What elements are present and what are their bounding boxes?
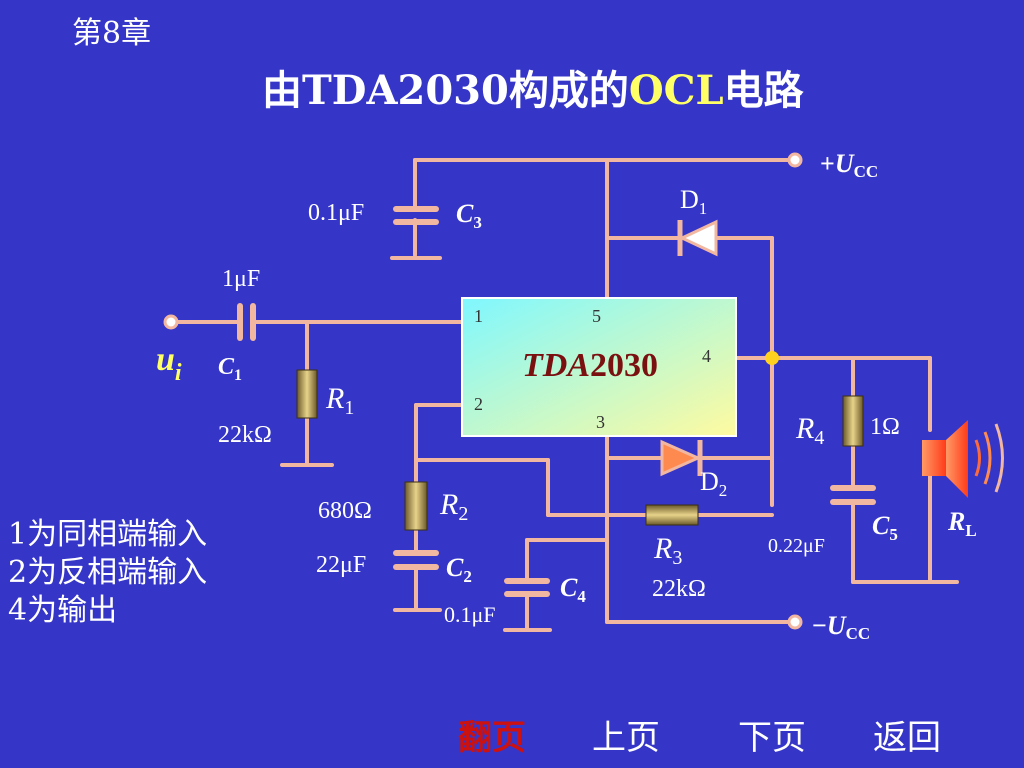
- next-page-button[interactable]: 下页: [738, 718, 806, 758]
- title-prefix: 由TDA2030构成的: [262, 67, 629, 114]
- r2-value: 680Ω: [318, 498, 372, 524]
- title-suffix: 电路: [723, 67, 804, 114]
- prev-page-button[interactable]: 上页: [592, 718, 660, 758]
- c5-value: 0.22μF: [768, 535, 825, 557]
- speaker-icon: [922, 420, 1004, 498]
- r3-label: R3: [653, 532, 682, 569]
- ui-input-label: ui: [156, 341, 182, 386]
- c1-label: C1: [218, 354, 242, 384]
- c2-label: C2: [446, 553, 472, 586]
- c1-value: 1μF: [222, 266, 260, 292]
- resistors: [296, 369, 864, 531]
- d1-label: D1: [680, 185, 707, 218]
- flip-page-button[interactable]: 翻页: [458, 718, 526, 758]
- tda2030-chip: [461, 297, 737, 437]
- capacitor-plates: [237, 206, 876, 597]
- pin-5-label: 5: [592, 306, 601, 326]
- c2-value: 22μF: [316, 552, 366, 578]
- output-junction: [765, 351, 779, 365]
- vcc-negative-label: −UCC: [812, 611, 870, 643]
- diode-d2: [660, 439, 703, 477]
- r3-value: 22kΩ: [652, 576, 706, 602]
- c4-value: 0.1μF: [444, 602, 496, 627]
- r4-value: 1Ω: [870, 414, 900, 440]
- title-highlight: OCL: [628, 67, 724, 114]
- d2-label: D2: [700, 467, 727, 500]
- pin-2-label: 2: [474, 394, 483, 414]
- pin-4-label: 4: [702, 346, 711, 366]
- pin-3-label: 3: [596, 412, 605, 432]
- pin-1-label: 1: [474, 306, 483, 326]
- note-pin-2: 2为反相端输入: [8, 555, 208, 590]
- r2-label: R2: [439, 488, 468, 525]
- page-title: 由TDA2030构成的OCL电路: [262, 58, 804, 116]
- c3-value: 0.1μF: [308, 200, 364, 226]
- terminals: [163, 152, 803, 630]
- rl-label: RL: [947, 507, 977, 540]
- r1-value: 22kΩ: [218, 422, 272, 448]
- diode-d1: [677, 219, 718, 257]
- return-button[interactable]: 返回: [873, 718, 941, 758]
- note-pin-4: 4为输出: [8, 593, 118, 628]
- chip-name: TDA2030: [522, 347, 658, 384]
- c3-label: C3: [456, 199, 482, 232]
- note-pin-1: 1为同相端输入: [8, 517, 208, 552]
- pin-notes: 1为同相端输入 2为反相端输入 4为输出: [8, 516, 207, 630]
- vcc-positive-label: +UCC: [820, 149, 878, 181]
- c5-label: C5: [872, 511, 898, 544]
- chapter-label: 第8章: [72, 16, 152, 51]
- r1-label: R1: [325, 382, 354, 419]
- r4-label: R4: [795, 412, 824, 449]
- wires: [173, 158, 959, 632]
- c4-label: C4: [560, 573, 586, 606]
